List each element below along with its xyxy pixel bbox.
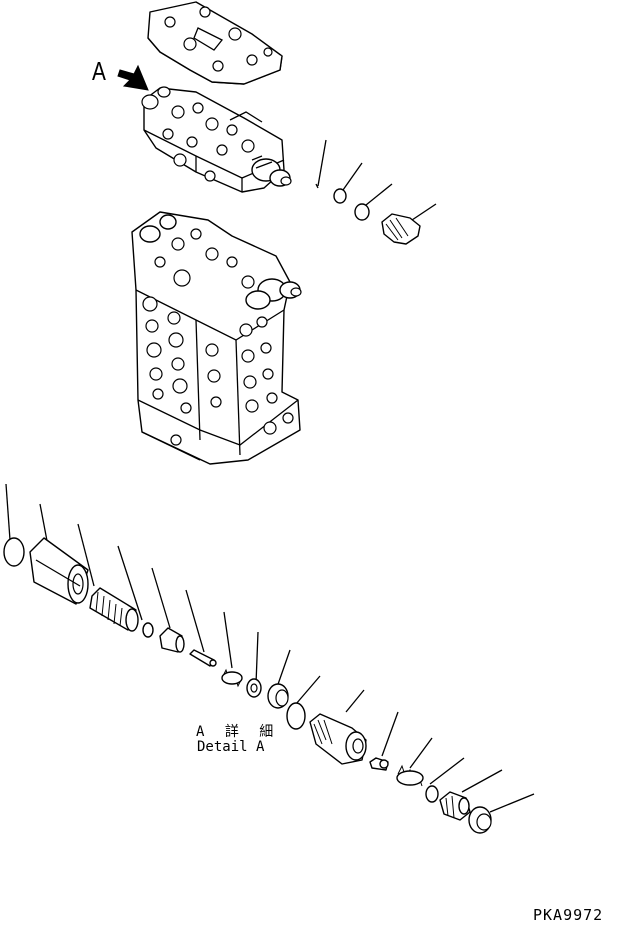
ring-1	[142, 622, 154, 638]
adjust-screw	[439, 791, 471, 821]
spool	[89, 587, 139, 632]
detail-label-jp: A 詳 細	[196, 724, 280, 740]
plug-body	[309, 713, 367, 765]
cover-plate	[147, 1, 283, 85]
main-valve-block	[131, 211, 302, 465]
ring-2	[246, 678, 262, 698]
o-ring-2	[286, 702, 306, 730]
detail-a-parts	[3, 537, 492, 834]
washer	[425, 785, 439, 803]
small-piston	[159, 627, 185, 653]
collar	[267, 683, 289, 709]
drawing-code: PKA9972	[533, 906, 604, 924]
view-label: A	[92, 56, 106, 86]
valve-section-a	[141, 86, 292, 193]
view-direction-arrow-icon	[117, 64, 149, 91]
block-face-holes	[142, 296, 294, 446]
small-spring	[221, 668, 243, 688]
section-a-small-parts	[315, 139, 437, 245]
needle	[369, 757, 389, 771]
pin	[189, 649, 217, 667]
spring	[396, 764, 424, 787]
sleeve	[29, 537, 89, 605]
leader-lines	[5, 483, 535, 813]
o-ring-1	[3, 537, 25, 567]
detail-label-en: Detail A	[197, 739, 265, 755]
cap-nut	[468, 806, 492, 834]
